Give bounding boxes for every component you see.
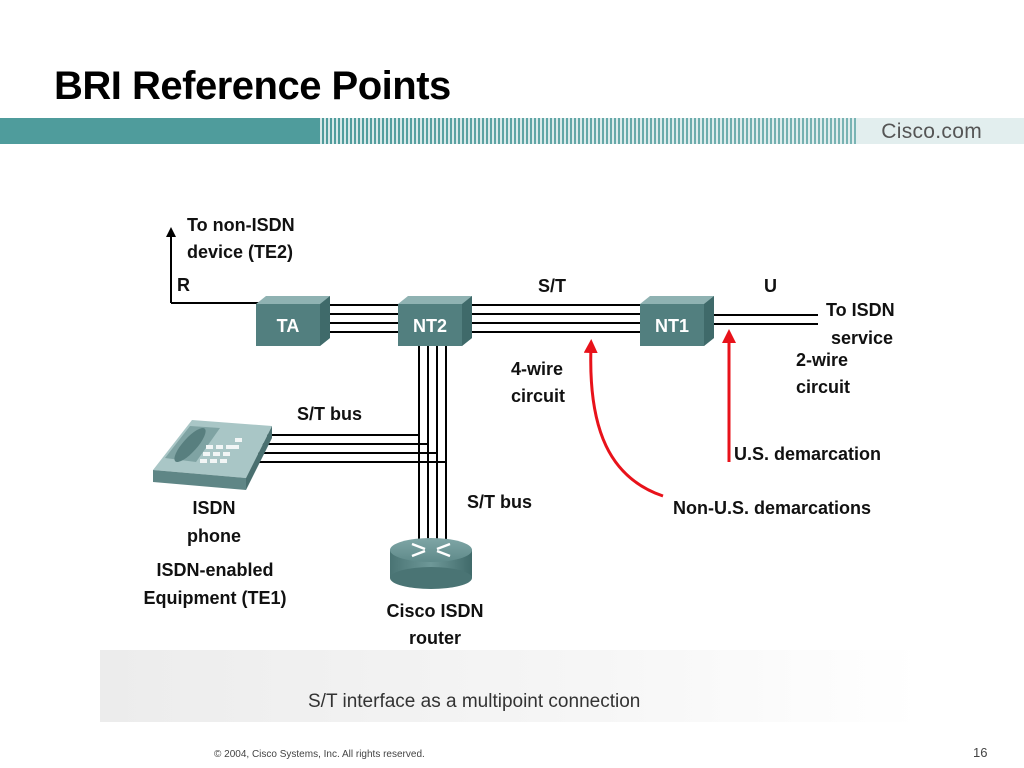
phone-label-line2: phone <box>187 526 241 546</box>
te2-label-line2: device (TE2) <box>187 242 293 262</box>
r-reference-label: R <box>177 275 190 295</box>
st-reference-label: S/T <box>538 276 566 296</box>
phone-label-line1: ISDN <box>192 498 235 518</box>
te2-label-line1: To non-ISDN <box>187 215 295 235</box>
u-two-wire-line <box>712 314 818 325</box>
ta-label: TA <box>277 316 300 336</box>
us-demarcation-label: U.S. demarcation <box>734 444 881 464</box>
st-bus-label-top: S/T bus <box>297 404 362 424</box>
u-reference-label: U <box>764 276 777 296</box>
non-us-demarcations-label: Non-U.S. demarcations <box>673 498 871 518</box>
isdn-service-label-line2: service <box>831 328 893 348</box>
nt1-label: NT1 <box>655 316 689 336</box>
four-wire-label-line2: circuit <box>511 386 565 406</box>
four-wire-label-line1: 4-wire <box>511 359 563 379</box>
te1-label-line2: Equipment (TE1) <box>144 588 287 608</box>
router-label-line1: Cisco ISDN <box>386 601 483 621</box>
cisco-logo: Cisco.com <box>881 120 982 143</box>
router-label-line2: router <box>409 628 461 648</box>
page-number: 16 <box>973 745 988 760</box>
slide-title: BRI Reference Points <box>54 64 451 108</box>
two-wire-label-line1: 2-wire <box>796 350 848 370</box>
st-bus-phone <box>258 434 446 463</box>
diagram-caption: S/T interface as a multipoint connection <box>308 691 641 712</box>
r-link-line <box>166 227 262 304</box>
te1-label-line1: ISDN-enabled <box>156 560 273 580</box>
header-banner: Cisco.com <box>0 118 1024 144</box>
copyright-footer: © 2004, Cisco Systems, Inc. All rights r… <box>214 749 425 760</box>
st-bus-label-bottom: S/T bus <box>467 492 532 512</box>
isdn-phone-icon <box>153 420 272 490</box>
nt2-box: NT2 <box>398 296 472 346</box>
st-four-wire-bus <box>320 304 640 333</box>
isdn-service-label-line1: To ISDN <box>826 300 895 320</box>
ta-box: TA <box>256 296 330 346</box>
non-us-demarcation-arrow <box>583 339 664 498</box>
caption-band <box>100 650 920 722</box>
cisco-router-icon <box>390 538 472 589</box>
two-wire-label-line2: circuit <box>796 377 850 397</box>
nt2-label: NT2 <box>413 316 447 336</box>
nt1-box: NT1 <box>640 296 714 346</box>
